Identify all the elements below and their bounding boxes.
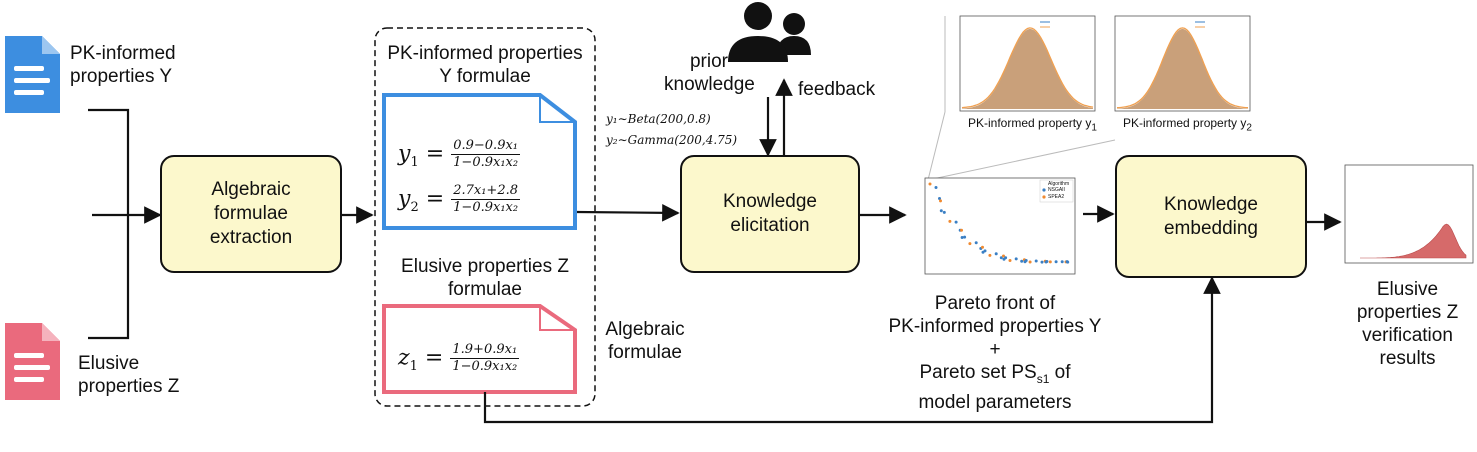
pareto-point xyxy=(1004,256,1008,260)
pareto-legend-title: Algorithm xyxy=(1048,181,1070,187)
pareto-point xyxy=(939,209,943,213)
algebraic-extraction-label: Algebraic formulae extraction xyxy=(209,179,293,248)
pareto-point xyxy=(1002,254,1005,258)
y1-numerator: 0.9−0.9x₁ xyxy=(451,138,521,155)
pareto-point xyxy=(948,219,952,223)
pareto-point xyxy=(1040,260,1044,264)
pareto-point xyxy=(954,220,958,224)
arrow-to-elicitation xyxy=(576,204,680,222)
elusive-formula-card xyxy=(382,304,577,394)
pareto-point xyxy=(983,249,987,253)
pareto-point xyxy=(942,210,946,214)
histogram-y1 xyxy=(959,15,1096,112)
prior-knowledge-label: prior knowledge xyxy=(664,51,755,95)
pareto-point xyxy=(1034,259,1038,263)
feedback-label: feedback xyxy=(798,79,876,100)
algebraic-formulae-caption: Algebraic formulae xyxy=(605,319,685,363)
result-histogram xyxy=(1344,164,1474,264)
pareto-legend-a: NSGAII xyxy=(1048,187,1065,193)
elusive-document-icon xyxy=(5,323,60,400)
input-bracket xyxy=(88,108,130,340)
people-icon xyxy=(728,2,811,62)
y1-denominator: 1−0.9x₁x₂ xyxy=(453,155,519,170)
pareto-legend-b: SPEA2 xyxy=(1048,194,1065,200)
result-caption: Elusive properties Z verification result… xyxy=(1356,279,1459,369)
elusive-formulae-title: Elusive properties Z formulae xyxy=(401,256,569,300)
distribution-y2: y₂∼Gamma(200,4.75) xyxy=(606,133,738,147)
histogram-y2-caption: PK-informed property y2 xyxy=(1123,116,1252,134)
pareto-point xyxy=(968,242,972,246)
pareto-point xyxy=(1048,260,1052,264)
knowledge-elicitation-box: Knowledge elicitation xyxy=(680,155,860,273)
pareto-point xyxy=(999,256,1003,260)
pareto-point xyxy=(1024,259,1028,262)
z1-denominator: 1−0.9x₁x₂ xyxy=(452,359,518,374)
pareto-point xyxy=(1054,260,1058,264)
knowledge-elicitation-label: Knowledge elicitation xyxy=(722,191,818,236)
knowledge-embedding-label: Knowledge embedding xyxy=(1163,193,1259,239)
arrow-elusive-to-embedding xyxy=(483,276,1221,424)
histogram-y2 xyxy=(1114,15,1251,112)
pk-input-label: PK-informed properties Y xyxy=(70,43,176,87)
pareto-point xyxy=(963,235,967,239)
histogram-y1-caption: PK-informed property y1 xyxy=(968,116,1097,134)
pareto-point xyxy=(960,228,963,232)
zoom-lines xyxy=(927,16,1116,181)
pareto-point xyxy=(1014,257,1018,261)
pareto-point xyxy=(928,182,932,186)
y2-numerator: 2.7x₁+2.8 xyxy=(451,183,521,200)
pk-formulae-title: PK-informed properties Y formulae xyxy=(387,43,583,87)
distribution-y1: y₁∼Beta(200,0.8) xyxy=(606,112,711,126)
pareto-point xyxy=(981,245,984,249)
algebraic-extraction-box: Algebraic formulae extraction xyxy=(160,155,342,273)
pareto-point xyxy=(1020,259,1024,263)
pareto-point xyxy=(960,236,964,239)
pareto-point xyxy=(939,199,942,203)
pareto-caption: Pareto front of PK-informed properties Y… xyxy=(888,293,1102,413)
pareto-point xyxy=(1045,260,1049,263)
pareto-point xyxy=(974,241,978,245)
pareto-scatter xyxy=(924,177,1076,275)
pareto-point xyxy=(1008,259,1012,262)
pareto-point xyxy=(934,186,938,189)
pareto-point xyxy=(1066,260,1070,264)
pareto-point xyxy=(938,197,941,200)
knowledge-embedding-box: Knowledge embedding xyxy=(1115,155,1307,278)
z1-numerator: 1.9+0.9x₁ xyxy=(450,342,520,359)
pareto-point xyxy=(1028,260,1032,264)
pareto-point xyxy=(1060,260,1064,264)
pareto-point xyxy=(994,252,998,256)
y2-denominator: 1−0.9x₁x₂ xyxy=(453,200,519,215)
elusive-input-label: Elusive properties Z xyxy=(78,353,180,397)
pk-formula-card xyxy=(382,93,577,230)
pk-document-icon xyxy=(5,36,60,113)
pareto-point xyxy=(988,253,992,257)
